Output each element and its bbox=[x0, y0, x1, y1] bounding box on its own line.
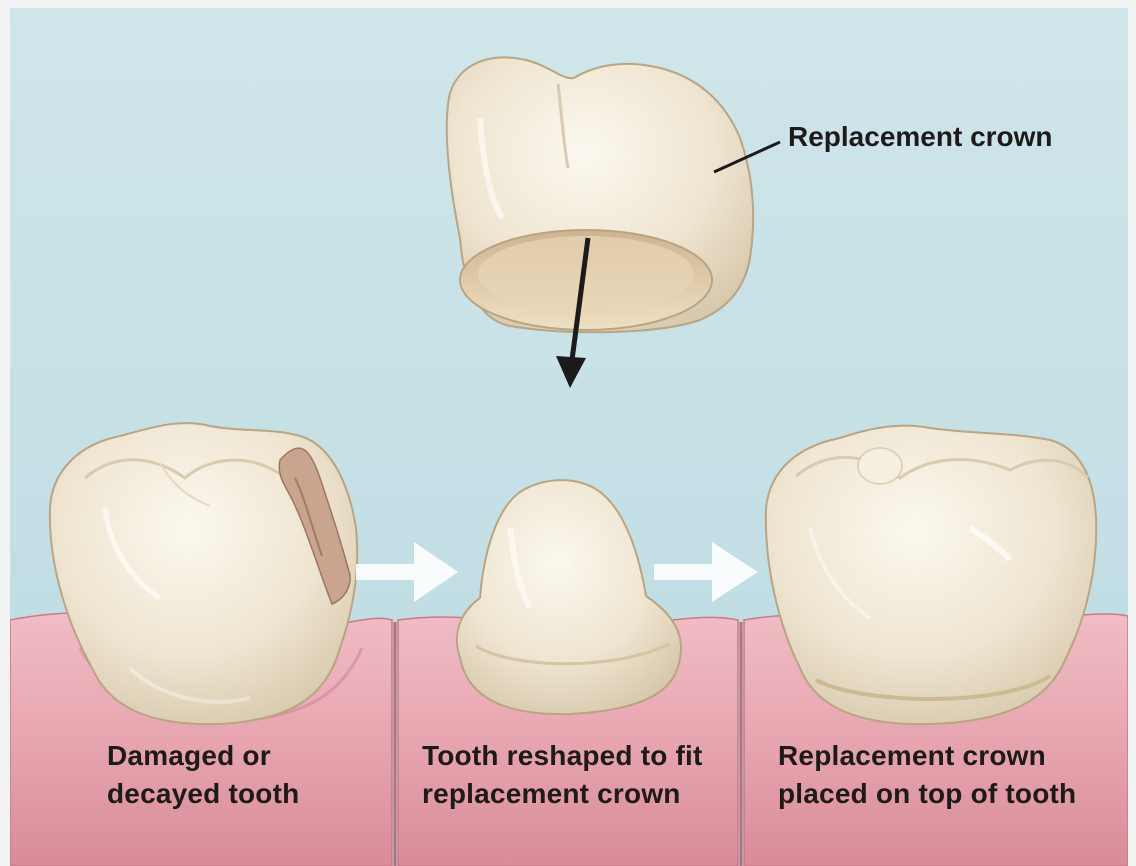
reshaped-tooth bbox=[457, 480, 681, 714]
process-arrow-2 bbox=[654, 542, 758, 602]
replacement-crown bbox=[447, 57, 753, 332]
caption-crowned-tooth: Replacement crown placed on top of tooth bbox=[778, 737, 1076, 813]
caption-reshaped-tooth: Tooth reshaped to fit replacement crown bbox=[422, 737, 703, 813]
caption-line: Damaged or bbox=[107, 737, 299, 775]
caption-line: placed on top of tooth bbox=[778, 775, 1076, 813]
crown-callout-label: Replacement crown bbox=[788, 118, 1053, 156]
caption-line: Tooth reshaped to fit bbox=[422, 737, 703, 775]
illustration-frame: Replacement crown Damaged or decayed too… bbox=[10, 8, 1128, 866]
caption-line: Replacement crown bbox=[778, 737, 1076, 775]
caption-damaged-tooth: Damaged or decayed tooth bbox=[107, 737, 299, 813]
caption-line: decayed tooth bbox=[107, 775, 299, 813]
crowned-tooth bbox=[766, 426, 1096, 725]
caption-line: replacement crown bbox=[422, 775, 703, 813]
process-arrow-1 bbox=[356, 542, 458, 602]
